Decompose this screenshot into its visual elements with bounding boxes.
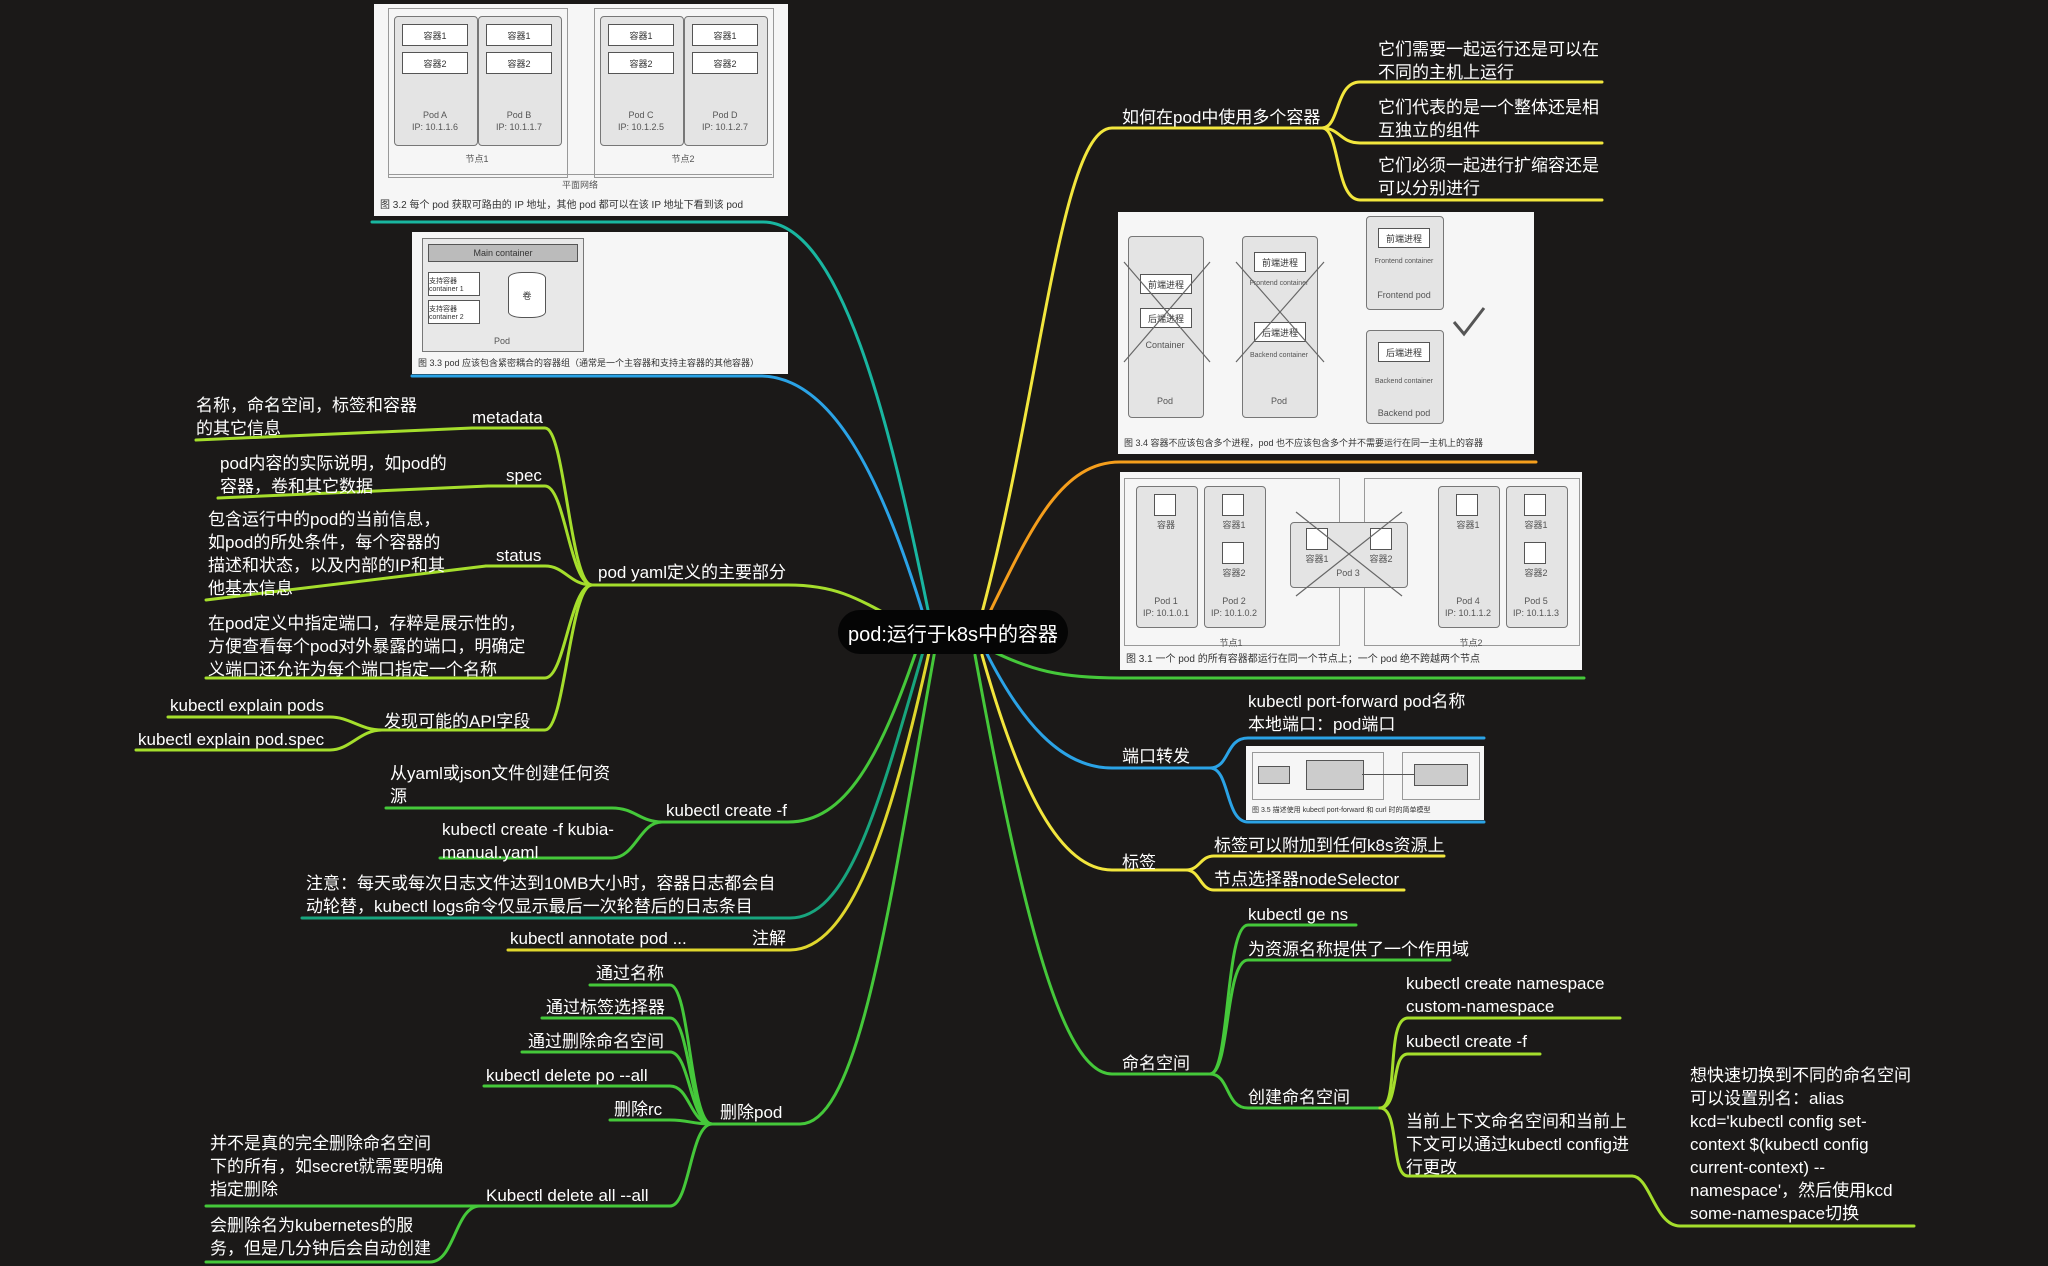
namespace-topic[interactable]: 命名空间 [1122,1054,1190,1073]
edge-delete [710,648,937,1126]
delete-by-namespace[interactable]: 通过删除命名空间 [528,1032,664,1051]
explain-spec-cmd[interactable]: kubectl explain pod.spec [138,730,325,749]
cross-marks-icon [1123,261,1486,363]
figure-3-4: 前端进程 后端进程 Container Pod 前端进程 Frontend co… [1118,212,1534,454]
ports-desc: 在pod定义中指定端口，存粹是展示性的，方便查看每个pod对外暴露的端口，明确定… [208,614,526,679]
edge-labels [980,653,1188,872]
delete-by-name[interactable]: 通过名称 [596,964,664,983]
edge-annotate [506,646,932,952]
yaml-topic[interactable]: pod yaml定义的主要部分 [598,563,786,582]
namespace-get-cmd[interactable]: kubectl ge ns [1248,905,1349,924]
multi-q3: 它们必须一起进行扩缩容还是可以分别进行 [1378,156,1599,198]
metadata-label[interactable]: metadata [472,408,543,427]
labels-topic[interactable]: 标签 [1122,853,1156,872]
context-note: 当前上下文命名空间和当前上下文可以通过kubectl config进行更改 [1406,1112,1629,1177]
alias-note: 想快速切换到不同的命名空间可以设置别名：alias kcd='kubectl c… [1690,1066,1911,1223]
namespace-scope: 为资源名称提供了一个作用域 [1248,940,1469,959]
spec-desc: pod内容的实际说明，如pod的容器，卷和其它数据 [220,454,447,496]
port-forward-topic[interactable]: 端口转发 [1122,747,1190,766]
multi-q2: 它们代表的是一个整体还是相互独立的组件 [1378,98,1599,140]
port-forward-cmd[interactable]: kubectl port-forward pod名称 本地端口：pod端口 [1248,692,1466,734]
logs-note: 注意：每天或每次日志文件达到10MB大小时，容器日志都会自动轮替，kubectl… [306,874,776,916]
annotate-topic[interactable]: 注解 [752,929,786,948]
figure-3-5: 图 3.5 描述使用 kubectl port-forward 和 curl 时… [1246,746,1484,820]
create-desc: 从yaml或json文件创建任何资源 [390,764,611,806]
labels-node-selector: 节点选择器nodeSelector [1214,870,1400,889]
status-desc: 包含运行中的pod的当前信息，如pod的所处条件，每个容器的描述和状态，以及内部… [208,510,446,598]
delete-all-cmd[interactable]: Kubectl delete all --all [486,1186,649,1205]
edge-namespace [973,653,1212,1076]
delete-all-note-2: 会删除名为kubernetes的服务，但是几分钟后会自动创建 [210,1216,431,1258]
figure-3-3: Main container 支持容器 container 1 支持容器 con… [412,232,788,374]
create-namespace-f[interactable]: kubectl create -f [1406,1032,1527,1051]
create-namespace-topic[interactable]: 创建命名空间 [1248,1088,1350,1107]
figure-3-2: 容器1 容器2 容器1 容器2 容器1 容器2 容器1 容器2 Pod A IP… [374,4,788,216]
delete-all-po-cmd[interactable]: kubectl delete po --all [486,1066,648,1085]
explain-pods-cmd[interactable]: kubectl explain pods [170,696,325,715]
api-fields-label[interactable]: 发现可能的API字段 [384,712,531,731]
edge-port [983,648,1212,770]
delete-by-selector[interactable]: 通过标签选择器 [546,998,665,1017]
create-example[interactable]: kubectl create -f kubia-manual.yaml [442,820,614,862]
status-label[interactable]: status [496,546,542,565]
edge-fig33 [410,374,927,622]
metadata-desc: 名称，命名空间，标签和容器的其它信息 [196,396,417,438]
edge-fig31 [988,648,1586,680]
delete-rc[interactable]: 删除rc [614,1100,663,1119]
multi-q1: 它们需要一起运行还是可以在不同的主机上运行 [1378,40,1599,82]
edge-logs [300,643,927,920]
root-topic[interactable]: pod:运行于k8s中的容器 [838,610,1068,654]
figure-3-1: 容器 Pod 1 IP: 10.1.0.1 容器1 容器2 Pod 2 IP: … [1120,472,1582,670]
edge-fig34 [983,460,1538,624]
delete-all-note-1: 并不是真的完全删除命名空间下的所有，如secret就需要明确指定删除 [210,1134,444,1199]
edge-multi [978,126,1324,622]
multi-topic[interactable]: 如何在pod中使用多个容器 [1122,108,1321,127]
cross-mark-icon [1295,511,1403,597]
create-namespace-cmd[interactable]: kubectl create namespace custom-namespac… [1406,974,1605,1016]
annotate-cmd[interactable]: kubectl annotate pod ... [510,929,687,948]
create-topic[interactable]: kubectl create -f [666,801,787,820]
delete-topic[interactable]: 删除pod [720,1103,783,1122]
spec-label[interactable]: spec [506,466,542,485]
labels-item-1: 标签可以附加到任何k8s资源上 [1214,836,1445,855]
edge-fig32 [370,220,932,622]
edge-create [660,638,922,824]
